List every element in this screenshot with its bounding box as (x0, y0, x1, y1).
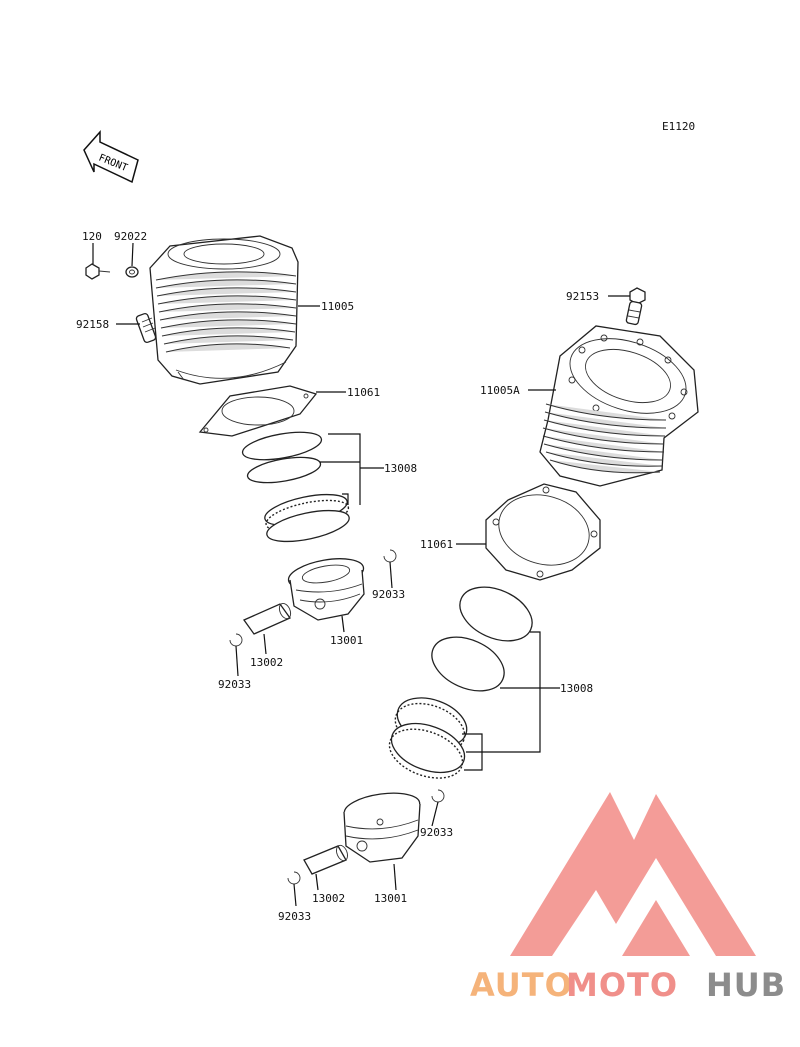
label-92033-left-a: 92033 (372, 588, 405, 601)
bracket-13008-left (328, 433, 361, 505)
cylinder-11005 (149, 235, 299, 385)
label-11061-left: 11061 (347, 386, 380, 399)
clip-92033-right-b (287, 871, 301, 885)
stud-92158 (135, 312, 157, 344)
label-92033-left-b: 92033 (218, 678, 251, 691)
label-11061-right: 11061 (420, 538, 453, 551)
label-120: 120 (82, 230, 102, 243)
label-92022: 92022 (114, 230, 147, 243)
pin-13002-right (303, 844, 348, 875)
label-13008-right: 13008 (560, 682, 593, 695)
stud-92153 (625, 287, 646, 326)
watermark-text: AUTO MOTO HUB (470, 966, 786, 1004)
bolt-120 (85, 263, 111, 280)
front-arrow-icon: FRONT (83, 130, 139, 184)
rings-13008-left (241, 431, 350, 543)
label-92033-right-a: 92033 (420, 826, 453, 839)
clip-92033-right-a (431, 789, 445, 803)
clip-92033-left-a (383, 549, 397, 563)
label-11005a: 11005A (480, 384, 520, 397)
rings-13008-right (388, 586, 533, 779)
watermark-auto: AUTO (470, 966, 573, 1004)
watermark-logo-icon (510, 792, 756, 956)
cylinder-fins-left (155, 271, 297, 353)
leader-92022 (131, 242, 134, 267)
clip-92033-left-b (229, 633, 243, 647)
diagram-code: E1120 (662, 120, 695, 133)
piston-13001-right (343, 792, 421, 863)
label-13008-left: 13008 (384, 462, 417, 475)
pin-13002-left (243, 602, 292, 635)
watermark-moto: MOTO (566, 966, 678, 1004)
bracket-13008-right (466, 631, 541, 753)
piston-13001-left (287, 558, 365, 621)
gasket-11061-right (485, 483, 601, 581)
gasket-11061-left (198, 385, 318, 437)
label-13001-left: 13001 (330, 634, 363, 647)
washer-92022 (125, 266, 139, 278)
cylinder-11005a (539, 325, 699, 487)
cylinder-fins-right (542, 403, 667, 474)
watermark-hub: HUB (706, 966, 786, 1004)
label-92033-right-b: 92033 (278, 910, 311, 923)
label-13001-right: 13001 (374, 892, 407, 905)
label-11005: 11005 (321, 300, 354, 313)
label-92158: 92158 (76, 318, 109, 331)
label-92153: 92153 (566, 290, 599, 303)
label-13002-right: 13002 (312, 892, 345, 905)
label-13002-left: 13002 (250, 656, 283, 669)
